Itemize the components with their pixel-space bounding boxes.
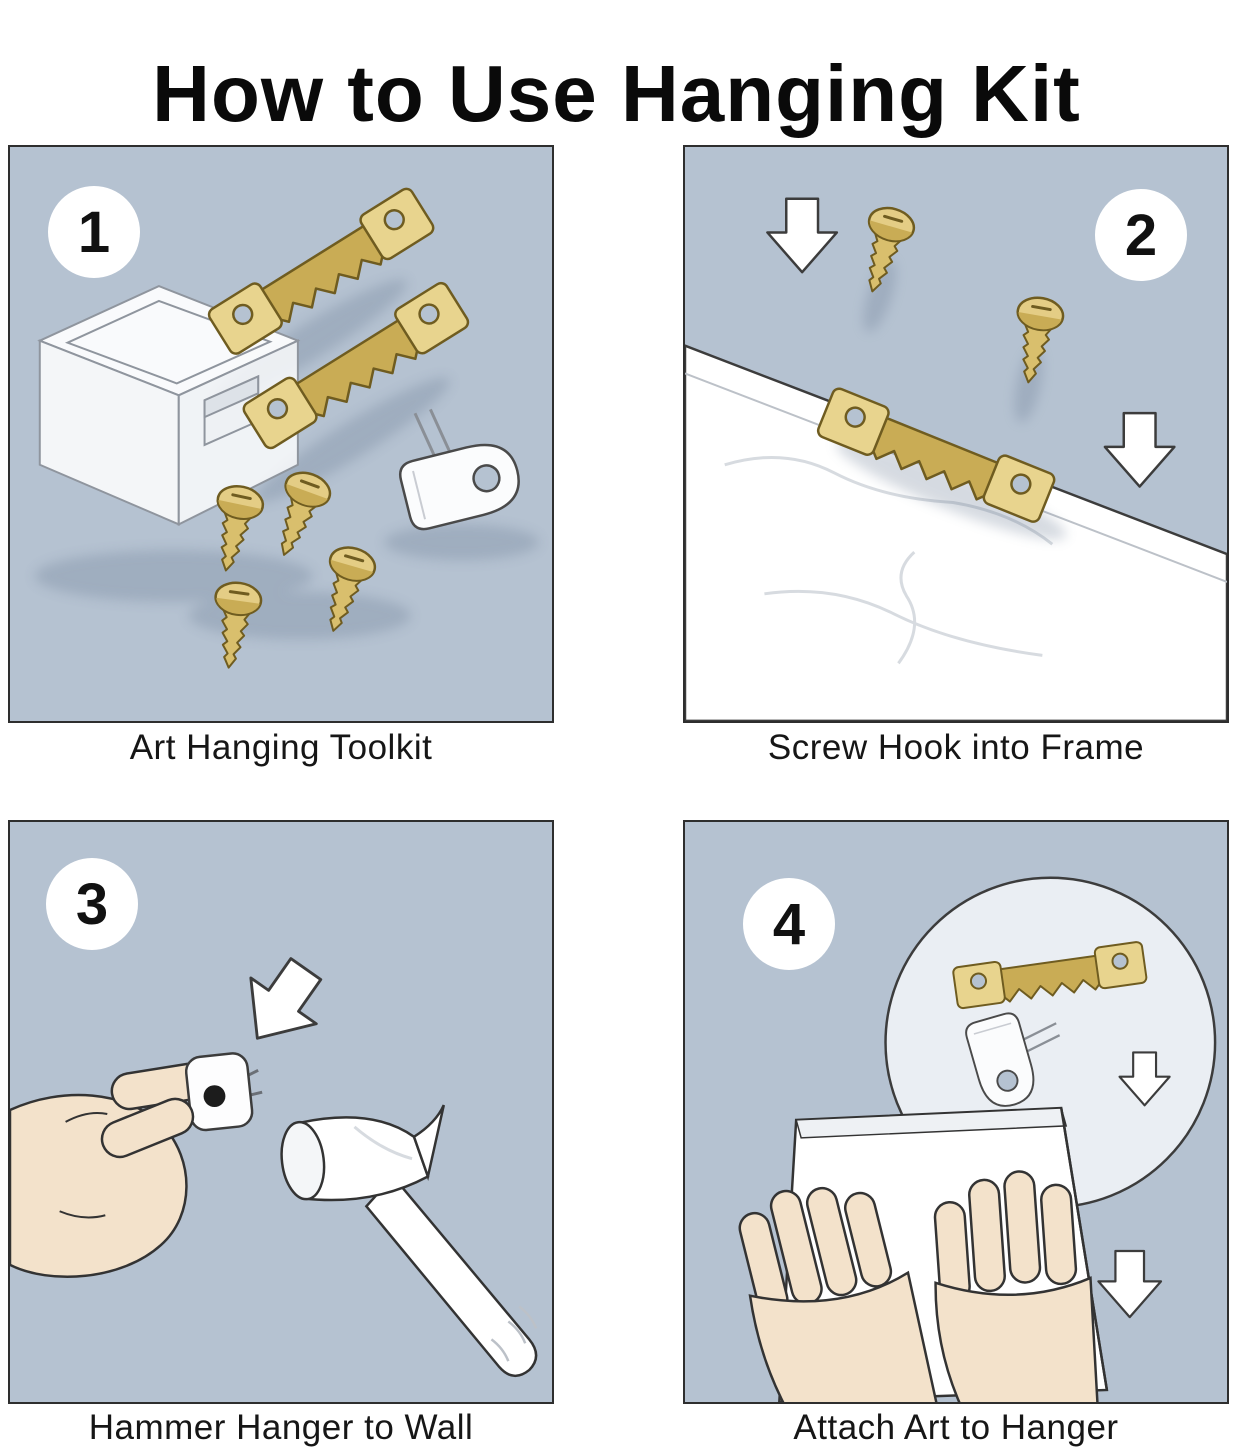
step-4-illustration	[738, 876, 1217, 1402]
left-hand	[738, 1186, 939, 1402]
step-number-badge: 1	[48, 186, 140, 278]
hammer-illustration	[280, 1104, 538, 1378]
step-number: 1	[77, 199, 111, 265]
step-1-illustration	[34, 185, 540, 673]
down-left-arrow	[223, 944, 340, 1063]
caption-step-4: Attach Art to Hanger	[793, 1408, 1119, 1447]
caption-step-2: Screw Hook into Frame	[767, 728, 1145, 767]
panel-step-4: 4	[683, 820, 1229, 1404]
hand-illustration	[10, 1061, 216, 1278]
storage-box-illustration	[37, 285, 301, 526]
down-arrow-1	[766, 197, 839, 274]
right-hand	[933, 1170, 1100, 1402]
down-arrow-2	[1103, 411, 1176, 488]
step-number: 2	[1124, 202, 1158, 268]
panel-step-2: 2	[683, 145, 1229, 723]
step-number-badge: 2	[1095, 189, 1187, 281]
panel-step-1: 1	[8, 145, 554, 723]
step-number-badge: 4	[743, 878, 835, 970]
step-number: 3	[75, 871, 109, 937]
screw-2	[1004, 292, 1068, 388]
nail-head	[203, 1085, 226, 1108]
step-3-illustration	[10, 944, 538, 1378]
wall-hanger-piece	[184, 1052, 263, 1132]
down-arrow	[1097, 1249, 1163, 1319]
thumb	[100, 1097, 195, 1159]
step-number-badge: 3	[46, 858, 138, 950]
caption-step-1: Art Hanging Toolkit	[129, 728, 433, 767]
page-title: How to Use Hanging Kit	[152, 48, 1081, 138]
panel-step-3: 3	[8, 820, 554, 1404]
frame-board	[685, 344, 1227, 721]
caption-step-3: Hammer Hanger to Wall	[88, 1408, 474, 1447]
step-number: 4	[772, 891, 806, 957]
step-2-illustration	[685, 197, 1227, 721]
